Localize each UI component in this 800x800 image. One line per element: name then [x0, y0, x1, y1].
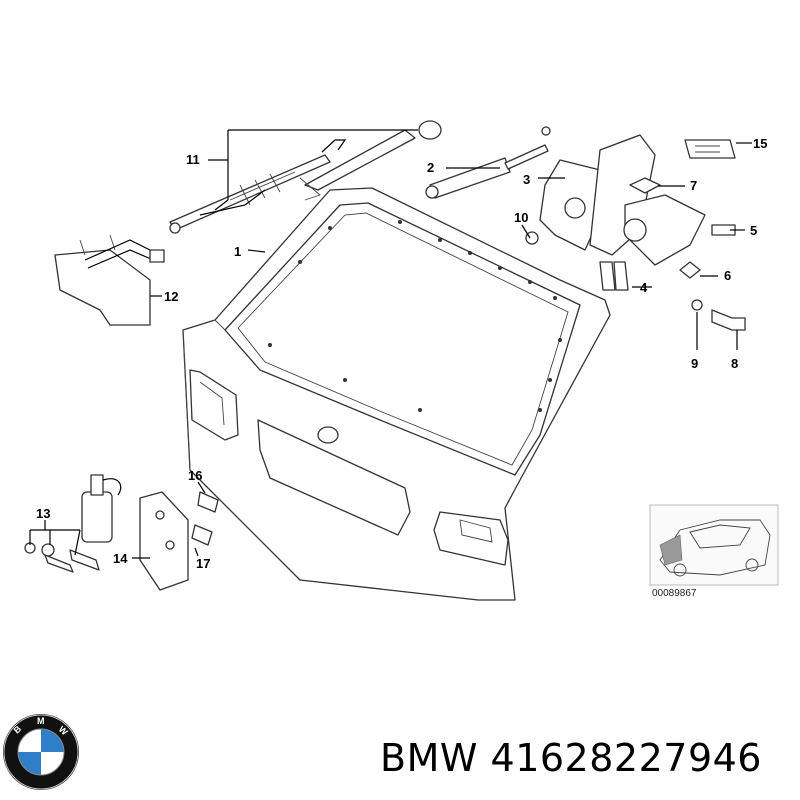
- callout-13: 13: [36, 506, 50, 521]
- callout-6: 6: [724, 268, 731, 283]
- callout-15: 15: [753, 136, 767, 151]
- callout-14: 14: [113, 551, 128, 566]
- tailgate-drawing: [182, 187, 611, 601]
- actuator-drawing: [24, 474, 122, 573]
- location-thumbnail: 00089867: [649, 504, 779, 599]
- part-number: 41628227946: [490, 736, 762, 780]
- brand-part-label: BMW 41628227946: [380, 736, 762, 780]
- hinge-drawing: [525, 134, 746, 331]
- logo-letter-b: B: [12, 723, 24, 735]
- cable-assembly-drawing: [169, 120, 442, 234]
- reference-code: 00089867: [652, 588, 697, 599]
- callout-12: 12: [164, 289, 178, 304]
- bmw-logo: B M W: [3, 714, 79, 790]
- callout-1: 1: [234, 244, 241, 259]
- callout-8: 8: [731, 356, 738, 371]
- gas-strut-drawing: [425, 126, 551, 199]
- lock-drawing: [54, 234, 165, 326]
- callout-11: 11: [186, 152, 200, 167]
- logo-letter-m: M: [37, 716, 45, 726]
- callout-7: 7: [690, 178, 697, 193]
- bracket-drawing: [139, 491, 219, 591]
- brand-name: BMW: [380, 736, 478, 780]
- callout-17: 17: [196, 556, 210, 571]
- callout-3: 3: [523, 172, 530, 187]
- callout-16: 16: [188, 468, 202, 483]
- callout-4: 4: [640, 280, 648, 295]
- callout-2: 2: [427, 160, 434, 175]
- callout-9: 9: [691, 356, 698, 371]
- callouts: 1 2 3 4 5 6 7 8 9 10 11 12 13 14: [29, 129, 767, 571]
- callout-5: 5: [750, 223, 757, 238]
- callout-10: 10: [514, 210, 528, 225]
